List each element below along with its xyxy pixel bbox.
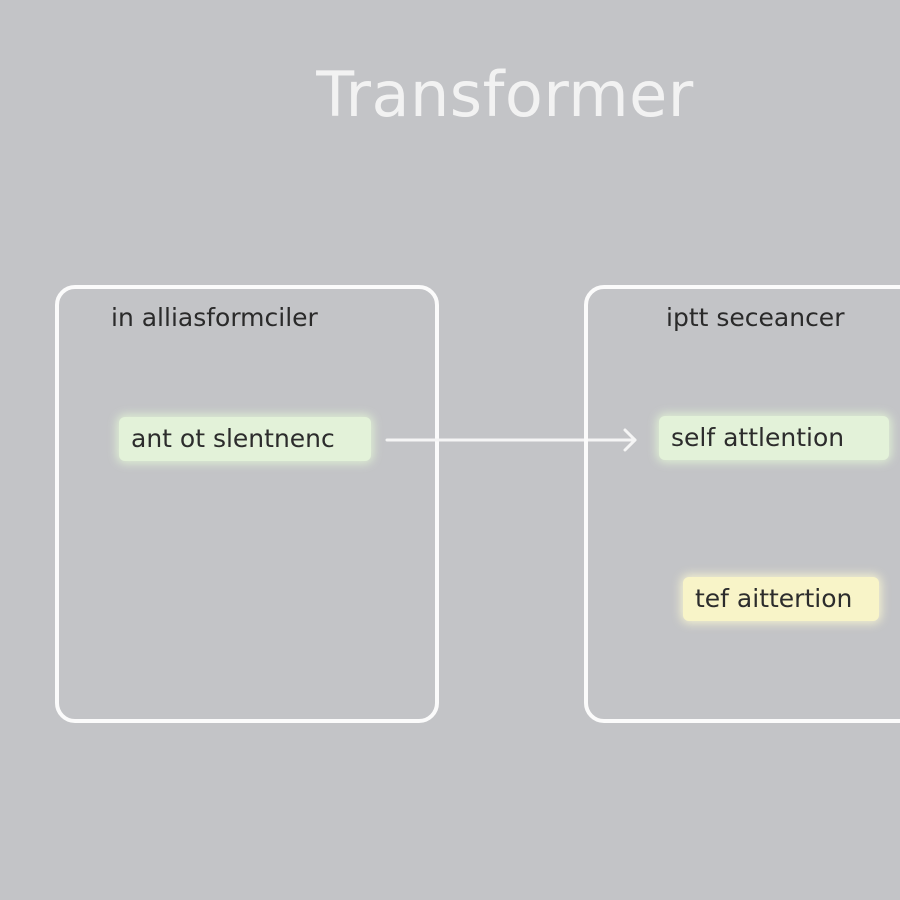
right-panel-chip-bottom: tef aittertion xyxy=(683,577,879,621)
diagram-title: Transformer xyxy=(316,58,694,131)
left-panel-chip: ant ot slentnenc xyxy=(119,417,371,461)
right-panel-label: iptt seceancer xyxy=(666,303,845,332)
right-arrow-icon xyxy=(385,428,637,452)
left-panel-label: in alliasformciler xyxy=(111,303,318,332)
right-panel-chip-top: self attlention xyxy=(659,416,889,460)
right-panel: iptt seceancer xyxy=(584,285,900,723)
left-panel: in alliasformciler xyxy=(55,285,439,723)
